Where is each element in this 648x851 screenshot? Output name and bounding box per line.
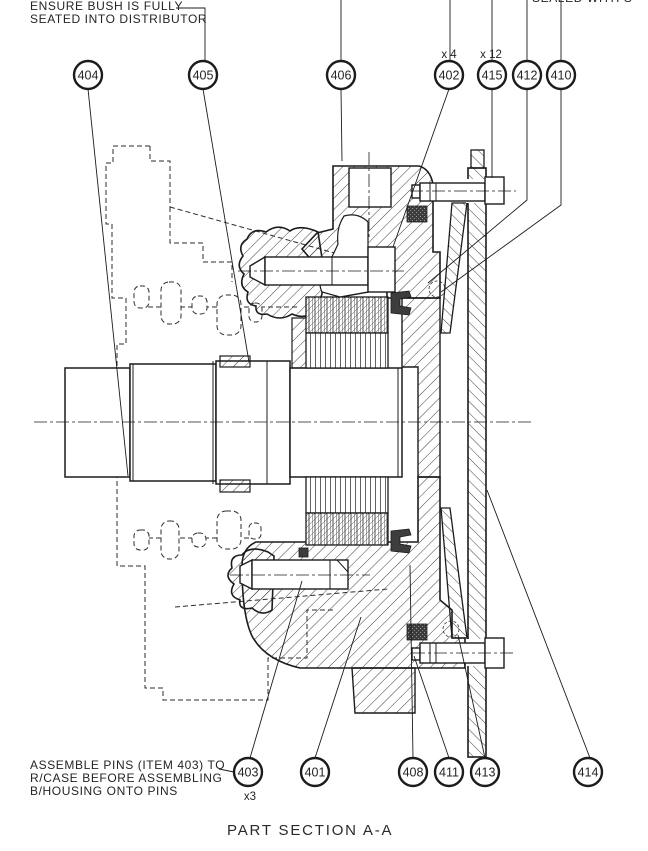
o-ring-seal-bottom (406, 623, 428, 641)
shaft (64, 360, 403, 485)
note-top-right-text: SEALED WITH S (532, 0, 632, 5)
note-ensure-bush: ENSURE BUSH IS FULLY SEATED INTO DISTRIB… (30, 0, 207, 26)
balloon-403 (232, 756, 264, 788)
balloon-402 (433, 59, 465, 91)
view-title: PART SECTION A-A (227, 822, 394, 839)
o-ring-seal-top (406, 205, 428, 223)
balloon-annotations: 404 405 406 402 x 4 415 x 12 412 410 403 x3 401 408 4… (72, 0, 604, 803)
note-ensure-bush-line2: SEATED INTO DISTRIBUTOR (30, 12, 208, 26)
centerlines (34, 152, 534, 654)
bush-washer-bottom (219, 479, 251, 493)
seals (298, 205, 428, 641)
leader-line-412 (427, 89, 528, 284)
leader-line-404 (87, 88, 129, 477)
balloon-qty-415: x 12 (480, 49, 502, 61)
balloon-number-411: 411 (439, 766, 459, 780)
leader-line-408 (409, 564, 414, 759)
balloon-number-404: 404 (78, 69, 99, 83)
seal-tab (298, 547, 309, 558)
leader-line-413 (457, 634, 486, 759)
balloon-405 (187, 59, 219, 91)
lip-seal-lower (390, 528, 412, 554)
balloon-410 (545, 59, 577, 91)
clutch-disc-lower (440, 507, 468, 639)
hub-column (401, 297, 441, 478)
balloon-number-402: 402 (439, 69, 460, 83)
balloon-qty-403: x3 (244, 791, 256, 803)
hub-tube-bottom (351, 667, 416, 714)
balloon-411 (433, 756, 465, 788)
bush-washer-top (219, 355, 251, 368)
clutch-disc-upper (440, 202, 468, 334)
leader-line-403 (249, 580, 303, 759)
balloon-number-405: 405 (193, 69, 214, 83)
ensure-bush-leader (176, 7, 206, 61)
leader-line-401 (314, 616, 362, 759)
balloon-number-413: 413 (475, 766, 496, 780)
balloon-number-401: 401 (305, 766, 326, 780)
balloon-qty-402: x 4 (441, 49, 457, 61)
note-assemble-pins-line1: ASSEMBLE PINS (ITEM 403) TO (30, 758, 226, 772)
note-assemble-pins: ASSEMBLE PINS (ITEM 403) TO R/CASE BEFOR… (30, 759, 225, 798)
tapped-hole (348, 167, 392, 208)
balloon-404 (72, 59, 104, 91)
leader-line-405 (202, 88, 250, 363)
note-assemble-pins-line3: B/HOUSING ONTO PINS (30, 784, 178, 798)
balloon-number-406: 406 (331, 69, 352, 83)
balloon-412 (511, 59, 543, 91)
phantom-distributor-outline (105, 145, 389, 701)
balloon-number-408: 408 (403, 766, 424, 780)
note-top-right-cropped: SEALED WITH S (532, 0, 632, 5)
assemble-pins-leader (218, 768, 235, 773)
lower-pin (239, 558, 349, 591)
balloon-number-414: 414 (578, 766, 599, 780)
note-ensure-bush-line1: ENSURE BUSH IS FULLY (30, 0, 184, 13)
leader-line-406 (340, 88, 343, 162)
balloon-408 (397, 756, 429, 788)
balloon-415 (476, 59, 508, 91)
spline-band-lower (305, 476, 389, 546)
spline-band-upper (305, 296, 389, 369)
flange-plate (467, 149, 487, 758)
balloon-401 (299, 756, 331, 788)
balloon-number-403: 403 (238, 766, 259, 780)
leader-line-410 (440, 89, 562, 293)
balloon-414 (572, 756, 604, 788)
lip-seal-upper (390, 290, 412, 316)
note-assemble-pins-line2: R/CASE BEFORE ASSEMBLING (30, 771, 223, 785)
leader-line-411 (413, 655, 450, 759)
balloon-406 (325, 59, 357, 91)
top-bolt (411, 176, 505, 205)
leader-line-402 (392, 88, 450, 248)
balloon-number-415: 415 (482, 69, 503, 83)
leader-line-414 (486, 489, 591, 759)
balloon-number-410: 410 (551, 69, 572, 83)
balloon-number-412: 412 (517, 69, 538, 83)
balloon-413 (469, 756, 501, 788)
